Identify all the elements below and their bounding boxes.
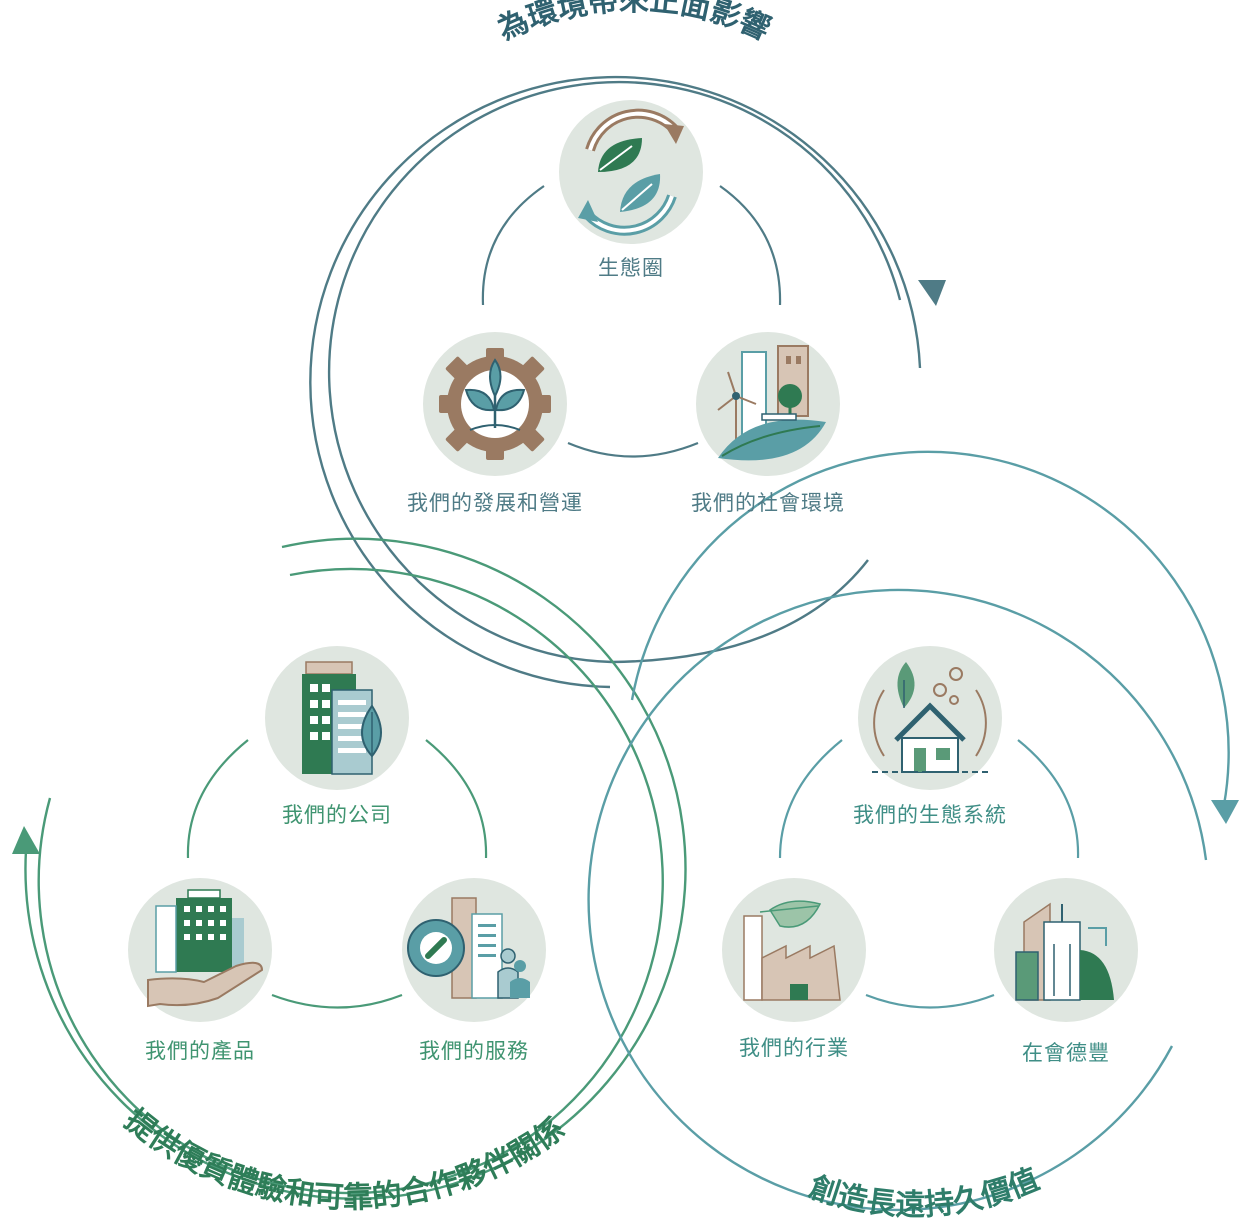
city-park-wind-turbine-icon: [717, 345, 826, 461]
top-arrow-head: [918, 280, 946, 306]
node-products-label: 我們的產品: [145, 1039, 255, 1063]
connector-arc: [1017, 739, 1080, 859]
left-inner-connectors: [186, 739, 488, 1009]
connector-arc: [271, 993, 403, 1009]
node-industry: 我們的行業: [722, 878, 866, 1060]
connector-arc: [719, 185, 782, 306]
node-bg: [858, 646, 1002, 790]
right-cycle-title-text: 創造長遠持久價值: [805, 1162, 1044, 1223]
node-bg: [559, 100, 703, 244]
node-social-environment-label: 我們的社會環境: [691, 491, 845, 515]
left-cycle-rings: [12, 537, 687, 1200]
node-company: 我們的公司: [265, 646, 409, 827]
top-bottom-arc: [611, 559, 869, 664]
connector-arc: [865, 993, 995, 1009]
node-wheelock-label: 在會德豐: [1022, 1041, 1110, 1065]
connector-arc: [778, 739, 843, 859]
office-building-leaf-icon: [302, 661, 382, 775]
top-cycle-rings: [309, 75, 946, 689]
connector-arc: [186, 739, 249, 859]
node-services: 我們的服務: [402, 878, 546, 1063]
left-inner-arc: [37, 567, 664, 1195]
left-cycle-title-text: 提供優質體驗和可靠的合作夥伴關係: [118, 1103, 571, 1216]
node-products: 我們的產品: [128, 878, 272, 1063]
right-outer-arc: [587, 588, 1208, 1212]
left-outer-arc: [24, 537, 687, 1200]
top-cycle-title: 為環境帶來正面影響: [493, 0, 776, 48]
node-development-operations-label: 我們的發展和營運: [407, 491, 583, 515]
node-ecosystem: 生態圈: [559, 100, 703, 280]
node-our-ecosystem-label: 我們的生態系統: [853, 803, 1007, 827]
house-leaf-icon: [872, 662, 988, 773]
node-industry-label: 我們的行業: [739, 1036, 849, 1060]
left-arrow-head: [12, 826, 40, 854]
right-cycle-title: 創造長遠持久價值: [805, 1162, 1044, 1223]
gear-sprout-icon: [439, 348, 551, 460]
node-ecosystem-label: 生態圈: [598, 256, 664, 280]
right-inner-connectors: [778, 739, 1080, 1009]
hand-holding-building-icon: [147, 889, 264, 1008]
node-services-label: 我們的服務: [419, 1039, 529, 1063]
left-cycle-title: 提供優質體驗和可靠的合作夥伴關係: [118, 1103, 571, 1216]
top-inner-connectors: [481, 185, 782, 458]
factory-leaf-icon: [743, 900, 841, 1001]
node-wheelock: 在會德豐: [994, 878, 1138, 1065]
node-our-ecosystem: 我們的生態系統: [853, 646, 1007, 827]
gear-wrench-people-icon: [407, 897, 530, 999]
right-cycle-rings: [587, 450, 1239, 1212]
node-development-operations: 我們的發展和營運: [407, 332, 583, 515]
connector-arc: [567, 441, 699, 458]
ecosystem-leaves-cycle-icon: [578, 108, 684, 236]
connector-arc: [481, 185, 545, 306]
top-inner-arc: [327, 80, 902, 664]
connector-arc: [425, 739, 488, 859]
top-cycle-title-text: 為環境帶來正面影響: [493, 0, 776, 48]
right-inner-arc: [630, 450, 1230, 806]
node-company-label: 我們的公司: [282, 803, 392, 827]
skyline-buildings-icon: [1015, 902, 1114, 1001]
top-outer-arc: [309, 75, 922, 689]
node-social-environment: 我們的社會環境: [691, 332, 845, 515]
right-arrow-head: [1211, 800, 1239, 824]
